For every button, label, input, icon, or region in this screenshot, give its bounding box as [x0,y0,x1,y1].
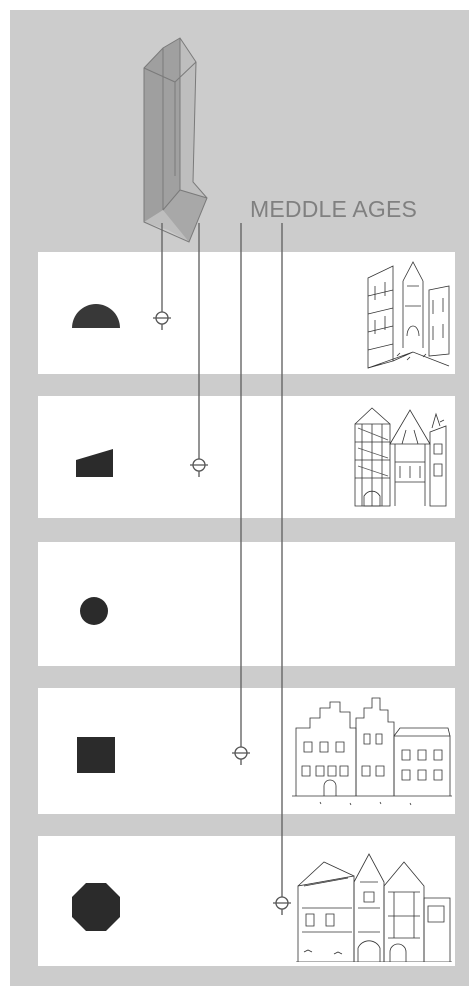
square-icon [76,736,116,774]
poster-panel: MEDDLE AGES [10,10,469,986]
street-gate-tower-sketch [363,256,453,372]
building-section-sketch [294,842,454,962]
row-card-5 [38,836,455,966]
circle-icon [79,596,109,626]
row-card-4 [38,688,455,814]
half-timbered-houses-sketch [350,404,450,514]
wedge-icon [75,448,115,478]
tower-prism [144,38,207,242]
row-card-3 [38,542,455,666]
stepped-gable-facade-sketch [290,692,454,810]
row-card-1 [38,252,455,374]
half-circle-icon [71,301,121,329]
page-title: MEDDLE AGES [250,196,417,223]
octagon-icon [71,882,121,932]
row-card-2 [38,396,455,518]
